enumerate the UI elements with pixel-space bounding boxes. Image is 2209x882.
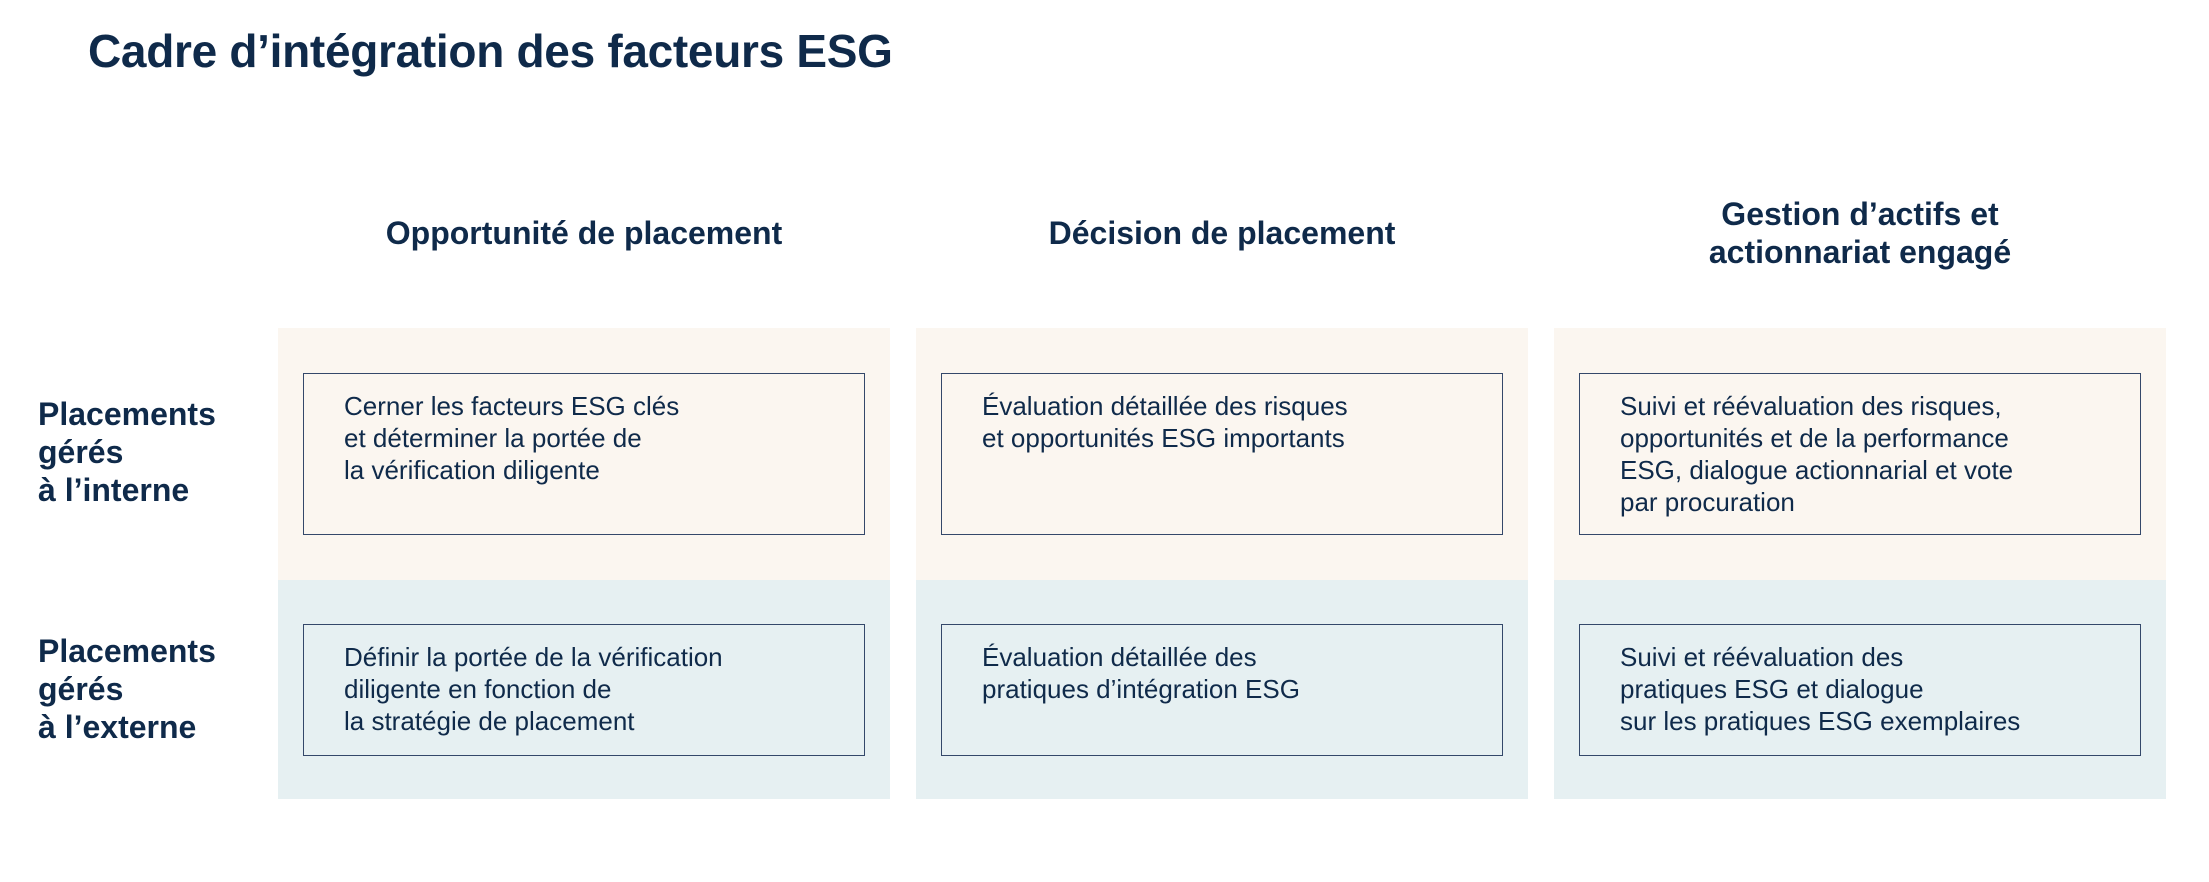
- cell-internal-asset-management: Suivi et réévaluation des risques, oppor…: [1579, 373, 2141, 535]
- band-external-col1: [278, 580, 890, 799]
- cell-external-decision: Évaluation détaillée des pratiques d’int…: [941, 624, 1503, 756]
- page-title: Cadre d’intégration des facteurs ESG: [88, 25, 893, 77]
- cell-external-asset-management: Suivi et réévaluation des pratiques ESG …: [1579, 624, 2141, 756]
- band-external-col3: [1554, 580, 2166, 799]
- cell-internal-opportunity: Cerner les facteurs ESG clés et détermin…: [303, 373, 865, 535]
- column-header-investment-decision: Décision de placement: [1048, 215, 1396, 251]
- cell-internal-decision: Évaluation détaillée des risques et oppo…: [941, 373, 1503, 535]
- column-header-investment-opportunity: Opportunité de placement: [385, 215, 783, 251]
- band-internal-col3: [1554, 328, 2166, 580]
- column-header-asset-management: Gestion d’actifs et actionnariat engagé: [1708, 196, 2012, 270]
- row-header-internal: Placements gérés à l’interne: [38, 396, 216, 508]
- band-external-col2: [916, 580, 1528, 799]
- row-header-external: Placements gérés à l’externe: [38, 633, 216, 745]
- band-internal-col1: [278, 328, 890, 580]
- cell-external-opportunity: Définir la portée de la vérification dil…: [303, 624, 865, 756]
- band-internal-col2: [916, 328, 1528, 580]
